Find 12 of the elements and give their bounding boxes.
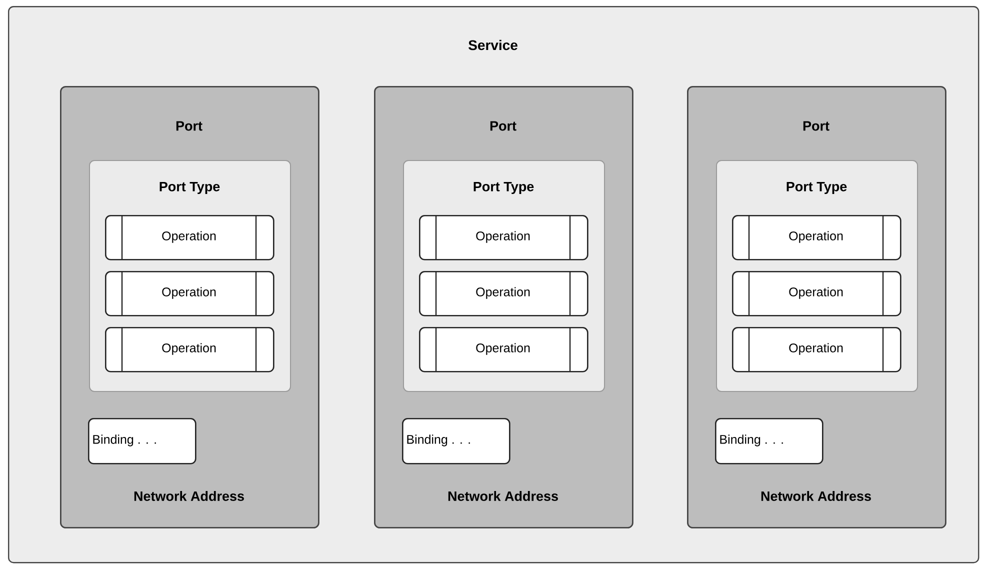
binding-box: Binding . . . xyxy=(88,418,196,464)
operation-box: Operation xyxy=(419,215,588,260)
operation-box: Operation xyxy=(105,327,274,372)
binding-box: Binding . . . xyxy=(715,418,824,464)
operation-box: Operation xyxy=(105,215,274,260)
operation-box: Operation xyxy=(419,327,588,372)
operation-box: Operation xyxy=(419,271,588,316)
operation-box: Operation xyxy=(105,271,274,316)
operation-box: Operation xyxy=(732,327,902,372)
operation-box: Operation xyxy=(732,215,902,260)
operation-box: Operation xyxy=(732,271,902,316)
binding-box: Binding . . . xyxy=(402,418,510,464)
